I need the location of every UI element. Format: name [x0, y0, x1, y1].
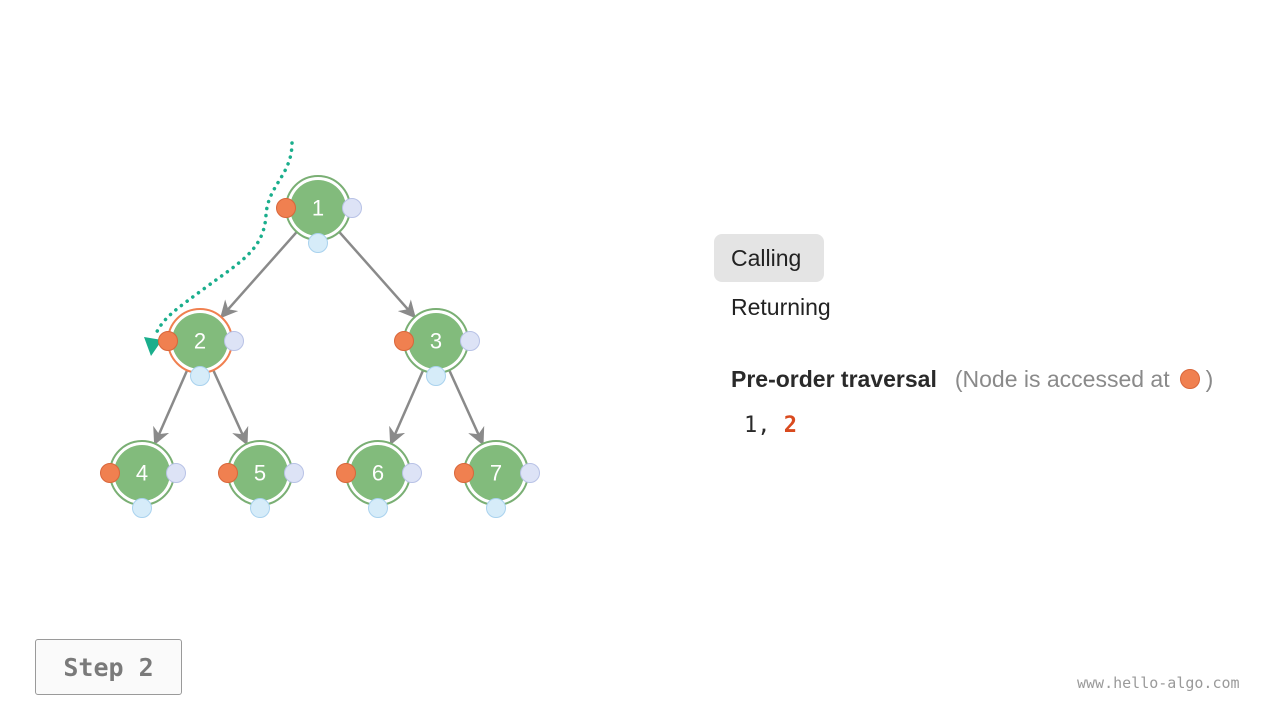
node-body [350, 445, 406, 501]
node-body [232, 445, 288, 501]
inorder-dot [342, 198, 362, 218]
inorder-dot [402, 463, 422, 483]
edge-2-5 [212, 369, 249, 446]
tree-node-5: 5 [218, 440, 304, 518]
mode-returning-label: Returning [731, 294, 831, 320]
preorder-dot [158, 331, 178, 351]
mode-calling-label: Calling [731, 245, 802, 271]
preorder-dot [454, 463, 474, 483]
node-label: 5 [254, 461, 266, 486]
preorder-dot [218, 463, 238, 483]
preorder-dot [336, 463, 356, 483]
step-indicator: Step 2 [35, 639, 182, 695]
node-label: 2 [194, 329, 206, 354]
traversal-note: (Node is accessed at ) [955, 366, 1213, 393]
node-body [172, 313, 228, 369]
mode-highlight-pill [714, 234, 824, 282]
edge-2-4 [153, 369, 189, 446]
postorder-dot [486, 498, 506, 518]
watermark: www.hello-algo.com [1077, 674, 1240, 692]
sequence-current: 2 [783, 413, 797, 438]
traversal-path-arrowhead [144, 337, 162, 356]
inorder-dot [166, 463, 186, 483]
postorder-dot [190, 366, 210, 386]
inorder-dot [520, 463, 540, 483]
preorder-dot [276, 198, 296, 218]
tree-node-2: 2 [158, 308, 244, 386]
postorder-dot [308, 233, 328, 253]
node-label: 6 [372, 461, 384, 486]
node-body [408, 313, 464, 369]
node-label: 4 [136, 461, 148, 486]
binary-tree-diagram: 1 2 3 4 5 6 7 [100, 141, 540, 518]
inorder-dot [224, 331, 244, 351]
node-body [114, 445, 170, 501]
traversal-note-prefix: (Node is accessed at [954, 365, 1170, 392]
nodes-layer: 1 2 3 4 5 6 7 [100, 175, 540, 518]
postorder-dot [426, 366, 446, 386]
node-body [290, 180, 346, 236]
sequence-visited: 1, [744, 413, 784, 438]
postorder-dot [368, 498, 388, 518]
postorder-dot [132, 498, 152, 518]
edge-3-7 [448, 369, 485, 446]
inorder-dot [460, 331, 480, 351]
traversal-title: Pre-order traversal [731, 365, 937, 392]
edges-layer [153, 231, 485, 446]
preorder-dot [100, 463, 120, 483]
traversal-path-line [153, 141, 294, 338]
postorder-dot [250, 498, 270, 518]
edge-3-6 [389, 369, 425, 446]
tree-node-3: 3 [394, 308, 480, 386]
traversal-note-suffix: ) [1205, 365, 1214, 392]
traversal-sequence: 1, 2 [744, 410, 797, 442]
traversal-header: Pre-order traversal (Node is accessed at… [731, 362, 1213, 396]
traversal-path [144, 141, 294, 356]
tree-node-1: 1 [276, 175, 362, 253]
preorder-dot [394, 331, 414, 351]
inorder-dot [284, 463, 304, 483]
node-body [468, 445, 524, 501]
tree-node-4: 4 [100, 440, 186, 518]
node-label: 1 [312, 196, 324, 221]
node-label: 7 [490, 461, 502, 486]
node-label: 3 [430, 329, 442, 354]
edge-1-3 [338, 231, 416, 319]
access-dot-icon [1179, 369, 1200, 389]
edge-1-2 [220, 231, 298, 319]
tree-node-7: 7 [454, 440, 540, 518]
tree-node-6: 6 [336, 440, 422, 518]
